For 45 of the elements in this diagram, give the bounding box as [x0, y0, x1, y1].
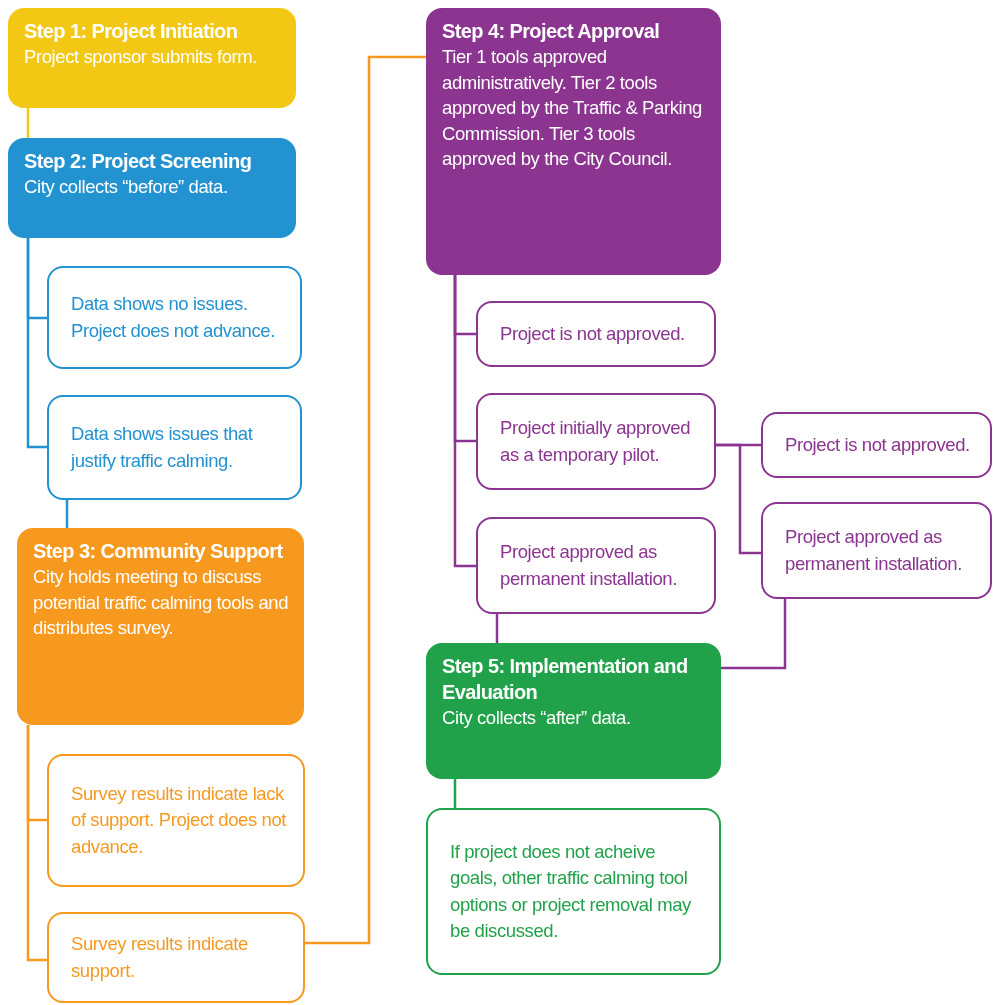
- step-description: Project sponsor submits form.: [24, 45, 259, 69]
- step-box: [8, 138, 296, 238]
- step-description: Project is not approved.: [785, 432, 971, 457]
- outcome-box: [47, 912, 305, 1003]
- outcome-box: [476, 393, 716, 490]
- connector-line: [65, 500, 69, 528]
- step-description: City collects “after” data.: [442, 706, 632, 730]
- step-description: City collects “before” data.: [24, 175, 229, 199]
- step-description: Data shows issues that justify traffic calming.: [71, 422, 254, 473]
- step-description: City holds meeting to discuss potential traffic calming tools and distributes survey.: [33, 565, 290, 641]
- outcome-box: [761, 412, 992, 478]
- connector-line: [305, 55, 426, 945]
- outcome-box: [47, 395, 302, 500]
- step-box: [17, 528, 304, 725]
- outcome-box: [426, 808, 721, 975]
- step-description: Project approved as permanent installation.: [500, 540, 678, 591]
- step-description: Survey results indicate support.: [71, 932, 249, 983]
- outcome-box: [476, 517, 716, 614]
- connector-line: [721, 599, 787, 670]
- step-heading: Step 4: Project Approval: [442, 19, 661, 44]
- step-heading: Step 1: Project Initiation: [24, 19, 239, 44]
- connector-line: [453, 779, 457, 808]
- connector-line: [26, 108, 30, 138]
- step-description: Project initially approved as a temporary pilot.: [500, 416, 692, 467]
- step-heading: Step 2: Project Screening: [24, 149, 253, 174]
- connector-line: [716, 443, 761, 555]
- outcome-box: [47, 754, 305, 887]
- connector-line: [26, 238, 47, 449]
- step-description: Project approved as permanent installation.: [785, 525, 963, 576]
- step-box: [426, 8, 721, 275]
- outcome-box: [761, 502, 992, 599]
- step-description: If project does not acheive goals, other traffic calming tool options or project removal may be discussed.: [450, 839, 692, 943]
- connector-line: [495, 614, 499, 643]
- step-heading: Step 5: Implementation and Evaluation: [442, 654, 689, 705]
- step-description: Data shows no issues. Project does not advance.: [71, 292, 276, 343]
- step-description: Survey results indicate lack of support. Project does not advance.: [71, 782, 288, 859]
- step-heading: Step 3: Community Support: [33, 539, 284, 564]
- step-box: [426, 643, 721, 779]
- outcome-box: [476, 301, 716, 367]
- connector-line: [26, 725, 47, 962]
- step-description: Tier 1 tools approved administratively. Tier 2 tools approved by the Traffic & Parking Commission. Tier 3 tools approved by the City Council.: [442, 45, 703, 172]
- outcome-box: [47, 266, 302, 369]
- step-box: [8, 8, 296, 108]
- step-description: Project is not approved.: [500, 321, 686, 346]
- connector-line: [453, 275, 476, 568]
